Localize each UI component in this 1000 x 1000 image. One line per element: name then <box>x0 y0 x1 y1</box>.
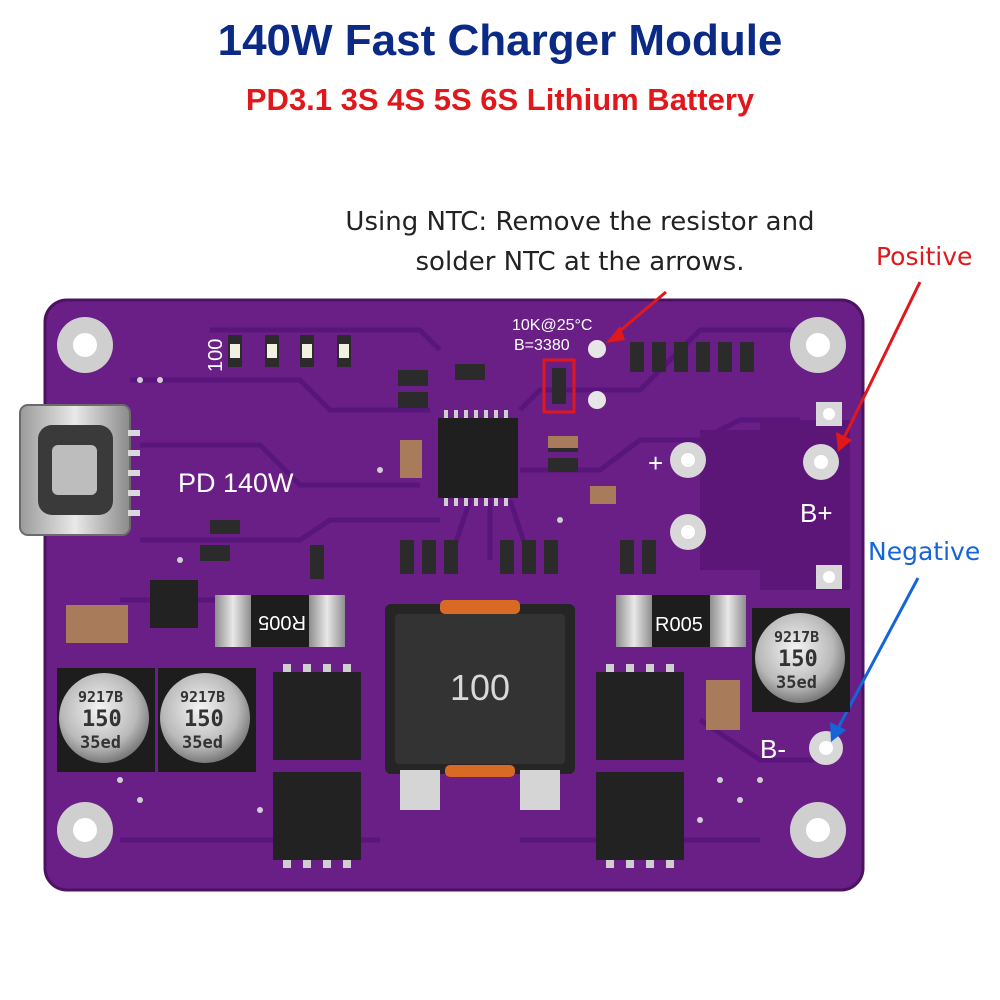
mount-hole-bl <box>57 802 113 858</box>
ntc-highlight-box <box>542 358 576 414</box>
shunt-resistor-right <box>616 595 746 647</box>
smd-components <box>200 342 754 579</box>
silk-ntc-10k: 10K@25°C <box>512 317 592 334</box>
ntc-note-line1: Using NTC: Remove the resistor and <box>345 207 815 237</box>
ntc-arrow <box>614 290 667 337</box>
cap1-line1: 9217B <box>78 688 123 706</box>
resistor-label-left: R005 <box>258 611 306 633</box>
small-ic <box>150 580 198 628</box>
cap3-line2: 150 <box>778 647 818 672</box>
ntc-resistor <box>552 368 566 404</box>
cap-right <box>752 608 850 712</box>
ntc-note: Using NTC: Remove the resistor and solde… <box>330 202 830 282</box>
silk-plus: + <box>648 448 663 478</box>
resistor-label-right: R005 <box>655 614 703 636</box>
cap2-line2: 150 <box>184 707 224 732</box>
positive-arrow <box>840 281 922 443</box>
mount-hole-tr <box>790 317 846 373</box>
silk-bplus: B+ <box>800 498 833 528</box>
ntc-pad-2 <box>588 391 606 409</box>
inductor-label: 100 <box>450 667 510 708</box>
cap-left-1 <box>57 668 155 772</box>
cap1-line2: 150 <box>82 707 122 732</box>
mosfets <box>273 672 684 860</box>
page-subtitle: PD3.1 3S 4S 5S 6S Lithium Battery <box>245 82 755 117</box>
status-leds <box>228 335 351 367</box>
ntc-pad-1 <box>588 340 606 358</box>
power-inductor <box>385 600 575 810</box>
mount-hole-tl <box>57 317 113 373</box>
mounting-holes <box>57 317 846 858</box>
page-title: 140W Fast Charger Module <box>217 16 783 65</box>
silk-ntc-b: B=3380 <box>514 337 570 354</box>
vias <box>117 377 763 823</box>
cap-left-2 <box>158 668 256 772</box>
ntc-note-line2: solder NTC at the arrows. <box>415 247 745 277</box>
negative-label: Negative <box>868 537 981 566</box>
silk-pd-140w: PD 140W <box>178 468 294 498</box>
silk-100: 100 <box>205 339 227 372</box>
silk-bminus: B- <box>760 734 786 764</box>
cap3-line3: 35ed <box>776 673 817 693</box>
controller-ic <box>438 410 518 506</box>
ceramic-caps <box>66 436 740 730</box>
shunt-resistor-left <box>215 595 345 647</box>
battery-terminals <box>670 402 850 765</box>
cap1-line3: 35ed <box>80 733 121 753</box>
usb-c-port <box>19 404 140 536</box>
positive-label: Positive <box>876 242 973 271</box>
mount-hole-br <box>790 802 846 858</box>
cap3-line1: 9217B <box>774 628 819 646</box>
cap2-line1: 9217B <box>180 688 225 706</box>
cap2-line3: 35ed <box>182 733 223 753</box>
